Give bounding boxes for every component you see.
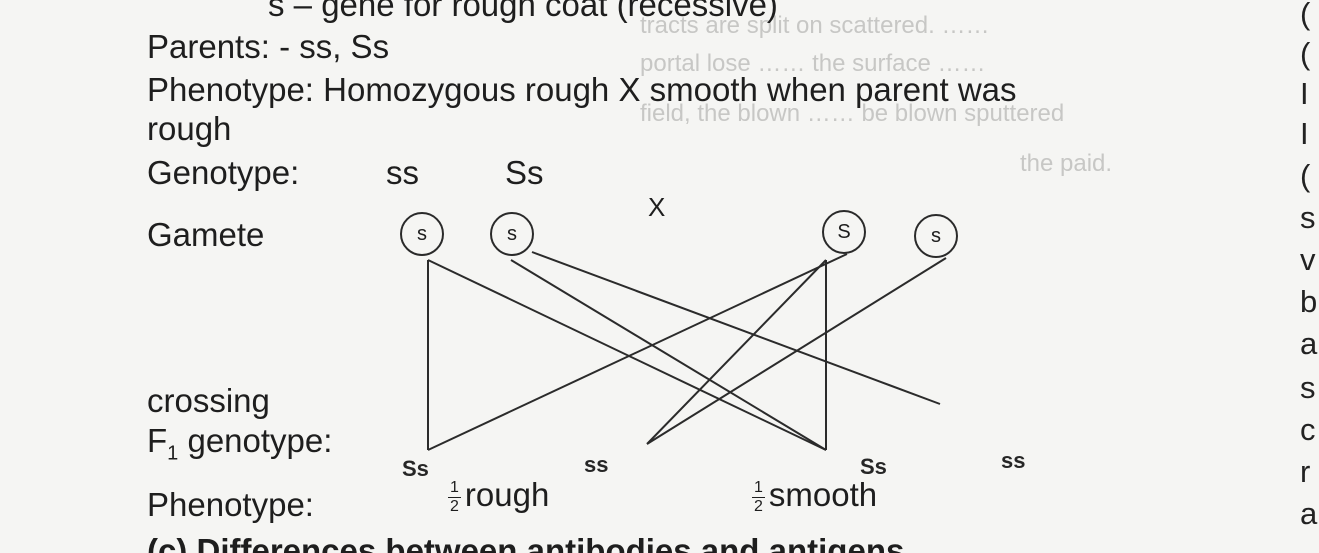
bleed-through-text: portal lose …… the surface …… xyxy=(640,50,986,77)
gamete-label-3: S xyxy=(837,220,851,243)
phenotype-smooth: 1 2 smooth xyxy=(752,478,877,515)
section-heading-partial: (c) Differences between antibodies and a… xyxy=(147,532,905,553)
fraction-half-rough: 1 2 xyxy=(448,478,461,515)
f1-subscript: 1 xyxy=(167,442,179,465)
phenotype-smooth-text: smooth xyxy=(768,476,878,513)
offspring-4: ss xyxy=(1001,448,1026,473)
gamete-label-1: s xyxy=(417,222,427,245)
fraction-denominator: 2 xyxy=(754,497,763,515)
genotype-parent2: Ss xyxy=(505,154,544,191)
bleed-through-text: tracts are split on scattered. …… xyxy=(640,12,990,39)
right-margin-char: r xyxy=(1300,454,1311,489)
right-margin-char: a xyxy=(1300,326,1318,361)
f1-label-suffix: genotype: xyxy=(178,422,333,459)
bleed-through-text: field, the blown …… be blown sputtered xyxy=(640,100,1065,127)
right-margin-char: s xyxy=(1300,370,1316,405)
cross-line xyxy=(427,259,827,451)
fraction-denominator: 2 xyxy=(450,497,459,515)
right-margin-char: b xyxy=(1300,284,1318,319)
gamete-circle-3: S xyxy=(822,210,866,254)
right-margin-char: a xyxy=(1300,496,1318,531)
right-margin-char: c xyxy=(1300,412,1316,447)
gene-definition-line: s – gene for rough coat (recessive) xyxy=(268,0,778,23)
offspring-1: Ss xyxy=(402,456,429,481)
gamete-label-2: s xyxy=(507,222,517,245)
cross-line xyxy=(531,251,941,405)
offspring-3: Ss xyxy=(860,454,887,479)
right-margin-char: ( xyxy=(1300,0,1311,31)
offspring-2: ss xyxy=(584,452,609,477)
right-margin-char: I xyxy=(1300,76,1309,111)
fraction-numerator: 1 xyxy=(448,478,461,498)
gamete-circle-4: s xyxy=(914,214,958,258)
cross-line xyxy=(646,257,947,445)
genotype-label: Genotype: xyxy=(147,154,300,191)
right-margin-char: I xyxy=(1300,116,1309,151)
phenotype-description-line2: rough xyxy=(147,110,232,147)
genotype-parent1: ss xyxy=(386,154,419,191)
phenotype-rough-text: rough xyxy=(464,476,550,513)
right-margin-char: ( xyxy=(1300,158,1311,193)
gamete-circle-2: s xyxy=(490,212,534,256)
f1-letter: F xyxy=(147,422,168,459)
phenotype-rough: 1 2 rough xyxy=(448,478,549,515)
cross-line xyxy=(646,259,827,445)
fraction-numerator: 1 xyxy=(752,478,765,498)
right-margin-char: v xyxy=(1300,242,1316,277)
bleed-through-text: the paid. xyxy=(1020,150,1113,177)
cross-line xyxy=(427,253,848,451)
phenotype-label: Phenotype: xyxy=(147,486,314,523)
cross-line xyxy=(510,259,827,451)
right-margin-char: ( xyxy=(1300,36,1311,71)
f1-genotype-label: F1 genotype: xyxy=(147,424,332,464)
right-margin-char: s xyxy=(1300,200,1316,235)
gamete-label: Gamete xyxy=(147,216,265,253)
cross-symbol: X xyxy=(648,192,666,222)
parents-line: Parents: - ss, Ss xyxy=(147,28,390,65)
fraction-half-smooth: 1 2 xyxy=(752,478,765,515)
crossing-label: crossing xyxy=(147,382,270,419)
gamete-circle-1: s xyxy=(400,212,444,256)
gamete-label-4: s xyxy=(931,224,941,247)
phenotype-description-line1: Phenotype: Homozygous rough X smooth whe… xyxy=(147,71,1017,108)
